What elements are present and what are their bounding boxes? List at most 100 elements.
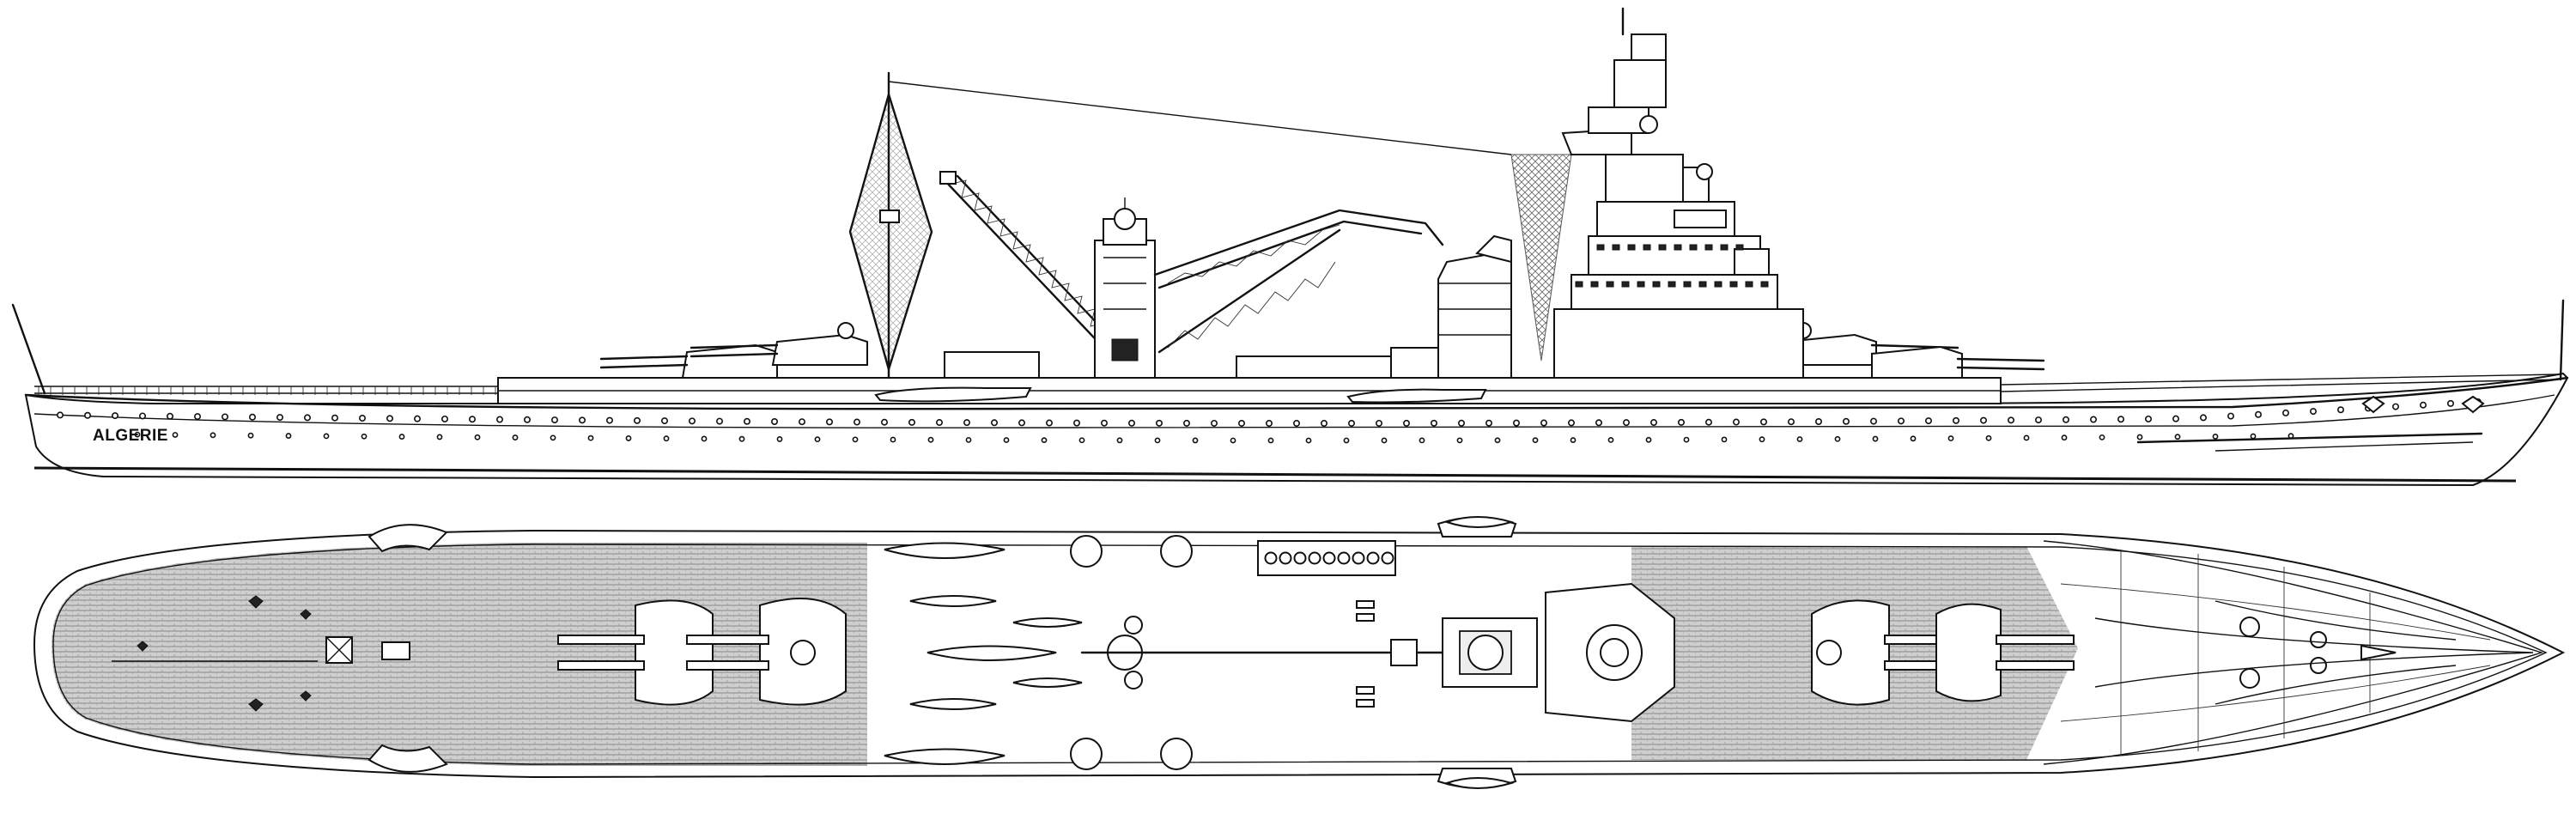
window: [1704, 244, 1713, 251]
porthole: [2117, 416, 2125, 423]
tower-bridge: [1553, 7, 1804, 379]
porthole: [1128, 419, 1136, 427]
window: [1652, 281, 1661, 288]
window: [1606, 281, 1614, 288]
porthole: [743, 417, 750, 425]
porthole: [194, 413, 202, 421]
porthole: [578, 416, 586, 424]
porthole: [2200, 414, 2208, 422]
porthole: [512, 434, 519, 440]
porthole-row: [57, 398, 2482, 444]
porthole: [247, 432, 254, 439]
window: [1674, 244, 1682, 251]
funnel-uptake: [1352, 551, 1365, 565]
porthole: [474, 434, 481, 440]
window: [1590, 281, 1599, 288]
porthole: [1607, 437, 1614, 443]
bow-anchor-line-2: [2215, 441, 2474, 452]
forecastle-plan: [2043, 540, 2544, 765]
porthole: [1953, 416, 1960, 424]
porthole: [1568, 419, 1576, 427]
porthole: [660, 417, 668, 425]
porthole: [1238, 419, 1246, 427]
window: [1698, 281, 1707, 288]
porthole: [1046, 419, 1054, 427]
funnel-uptake: [1293, 551, 1307, 565]
porthole: [1760, 418, 1768, 426]
porthole: [1419, 437, 1425, 444]
porthole: [2035, 416, 2043, 424]
porthole: [1623, 419, 1631, 427]
porthole: [965, 436, 972, 443]
porthole: [57, 411, 64, 419]
porthole: [633, 416, 641, 424]
porthole: [1570, 437, 1577, 443]
porthole: [221, 413, 228, 421]
porthole: [688, 417, 696, 425]
window: [1745, 281, 1753, 288]
porthole: [1540, 419, 1548, 427]
funnel-uptake: [1366, 551, 1380, 565]
window: [1729, 281, 1738, 288]
porthole: [2337, 406, 2345, 414]
mainmast: [848, 71, 1512, 380]
porthole: [139, 412, 147, 420]
porthole: [1532, 437, 1539, 444]
porthole: [1788, 418, 1795, 426]
plan-view: [33, 516, 2566, 789]
porthole: [134, 431, 141, 438]
aft-sponson: [368, 744, 448, 773]
porthole: [1872, 435, 1879, 442]
porthole: [1381, 437, 1388, 444]
porthole: [1650, 419, 1658, 427]
porthole: [1456, 437, 1463, 444]
porthole: [172, 432, 179, 438]
porthole: [587, 434, 594, 441]
porthole: [2136, 434, 2143, 440]
porthole: [1485, 419, 1493, 427]
porthole: [738, 435, 745, 442]
boat-plan: [1443, 516, 1515, 528]
window: [1621, 281, 1630, 288]
porthole: [1192, 437, 1199, 444]
porthole: [663, 435, 670, 442]
funnel-uptake: [1308, 551, 1321, 565]
porthole: [991, 419, 999, 427]
window: [1658, 244, 1667, 251]
porthole: [1154, 437, 1161, 444]
porthole: [440, 415, 448, 422]
porthole: [1078, 437, 1085, 444]
porthole: [2172, 415, 2180, 422]
window: [1683, 281, 1692, 288]
funnel-ports: [1264, 551, 1394, 565]
anchor-icon: [2361, 395, 2385, 414]
porthole: [2212, 433, 2219, 440]
funnel: [1437, 234, 1512, 379]
window: [1637, 281, 1645, 288]
funnel-uptake: [1337, 551, 1351, 565]
porthole: [2250, 433, 2257, 440]
porthole: [1073, 419, 1081, 427]
porthole: [1796, 436, 1803, 442]
funnel-uptake: [1279, 551, 1292, 565]
porthole: [1759, 436, 1765, 443]
porthole: [112, 412, 119, 420]
porthole: [1305, 437, 1312, 444]
fwd-crane-boom: [1153, 209, 1444, 354]
porthole: [1947, 435, 1954, 441]
rubbing-strake: [33, 394, 2555, 428]
porthole: [1293, 419, 1301, 427]
porthole: [276, 414, 283, 422]
porthole: [2420, 401, 2427, 409]
porthole: [1595, 419, 1603, 427]
porthole: [2255, 410, 2263, 418]
porthole: [167, 412, 174, 420]
porthole: [1321, 419, 1328, 427]
porthole: [1003, 437, 1010, 443]
porthole: [1156, 419, 1163, 427]
boat-plan: [1443, 777, 1515, 789]
window: [1643, 244, 1651, 251]
porthole: [248, 413, 256, 421]
signal-halyards: [1510, 154, 1572, 361]
porthole: [358, 415, 366, 422]
